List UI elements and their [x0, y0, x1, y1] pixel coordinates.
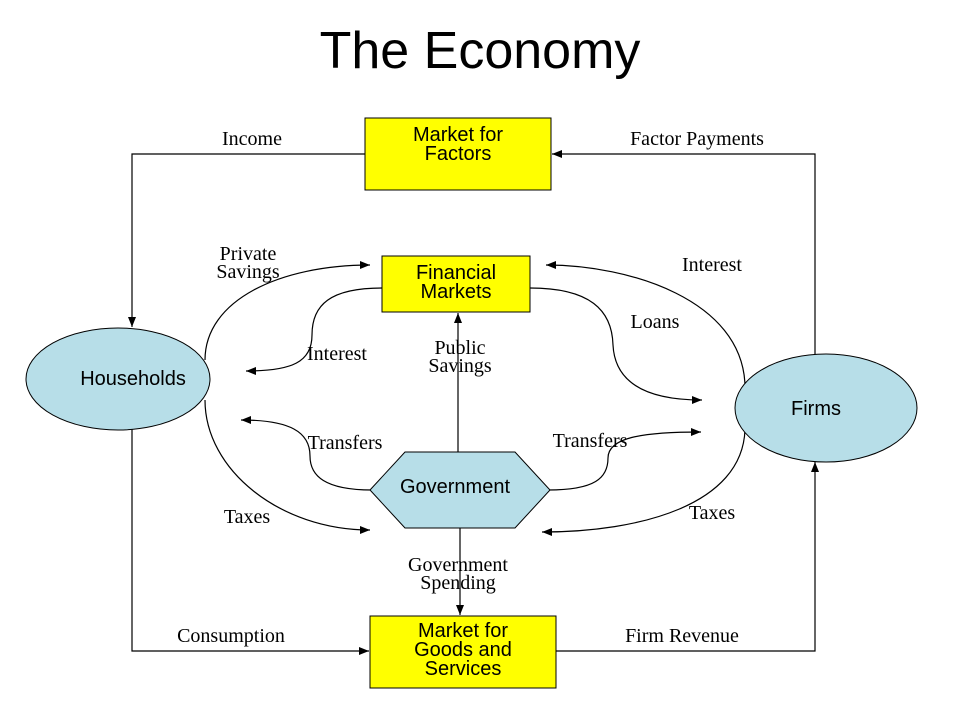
- private-savings-arrow: [204, 261, 371, 361]
- market-for-goods-and-services-box: [369, 615, 557, 689]
- loans-arrow: [529, 287, 703, 404]
- firm-revenue-arrow: [556, 462, 819, 652]
- financial-markets-label-line: Financial: [416, 262, 496, 284]
- interest-from-firms-label: Interest: [682, 254, 742, 276]
- private-savings-label: Private: [220, 243, 277, 265]
- households-node: Households: [25, 327, 211, 431]
- taxes-from-households-label: Taxes: [224, 506, 271, 528]
- firm-revenue-label: Firm Revenue: [625, 625, 739, 647]
- transfers-to-households-label: Transfers: [308, 432, 383, 454]
- interest-to-households-label: Interest: [307, 343, 367, 365]
- income-label: Income: [222, 128, 282, 150]
- market-for-factors-label-line: Market for: [413, 124, 503, 146]
- firms-ellipse: [734, 353, 918, 463]
- financial-markets-node: Financial Markets: [381, 255, 531, 313]
- transfers-to-firms-arrow: [547, 428, 702, 491]
- flow-arrows: [128, 150, 819, 655]
- firms-label: Firms: [791, 398, 841, 420]
- market-for-factors-node: Market for Factors: [364, 117, 552, 191]
- government-node: Government: [369, 451, 551, 529]
- financial-markets-label-line: Markets: [420, 281, 491, 303]
- public-savings-label: Savings: [428, 355, 492, 377]
- taxes-from-households-arrow: [204, 399, 371, 534]
- public-savings-label: Public: [434, 337, 485, 359]
- factor-payments-label: Factor Payments: [630, 128, 764, 150]
- firms-node: Firms: [734, 353, 918, 463]
- market-for-factors-label-line: Factors: [425, 143, 492, 165]
- loans-label: Loans: [631, 311, 680, 333]
- market-for-goods-label-line: Services: [425, 658, 502, 680]
- market-for-goods-label-line: Market for: [418, 620, 508, 642]
- transfers-to-households-arrow: [240, 416, 373, 491]
- consumption-label: Consumption: [177, 625, 285, 647]
- taxes-from-firms-label: Taxes: [689, 502, 736, 524]
- government-spending-label: Government: [408, 554, 508, 576]
- government-hexagon: [369, 451, 551, 529]
- taxes-from-firms-arrow: [541, 429, 746, 536]
- households-label: Households: [80, 368, 186, 390]
- financial-markets-box: [381, 255, 531, 313]
- government-spending-label: Spending: [420, 572, 496, 594]
- page-title: The Economy: [320, 22, 641, 80]
- market-for-factors-box: [364, 117, 552, 191]
- income-arrow: [128, 153, 365, 327]
- interest-to-households-arrow: [245, 287, 383, 375]
- government-label: Government: [400, 476, 510, 498]
- households-ellipse: [25, 327, 211, 431]
- market-for-goods-label-line: Goods and: [414, 639, 512, 661]
- interest-from-firms-arrow: [545, 261, 746, 386]
- consumption-arrow: [131, 425, 369, 655]
- flow-labels: Income Factor Payments Private Savings I…: [177, 128, 764, 647]
- factor-payments-arrow: [552, 150, 816, 360]
- market-for-goods-and-services-node: Market for Goods and Services: [369, 615, 557, 689]
- transfers-to-firms-label: Transfers: [553, 430, 628, 452]
- private-savings-label: Savings: [216, 261, 280, 283]
